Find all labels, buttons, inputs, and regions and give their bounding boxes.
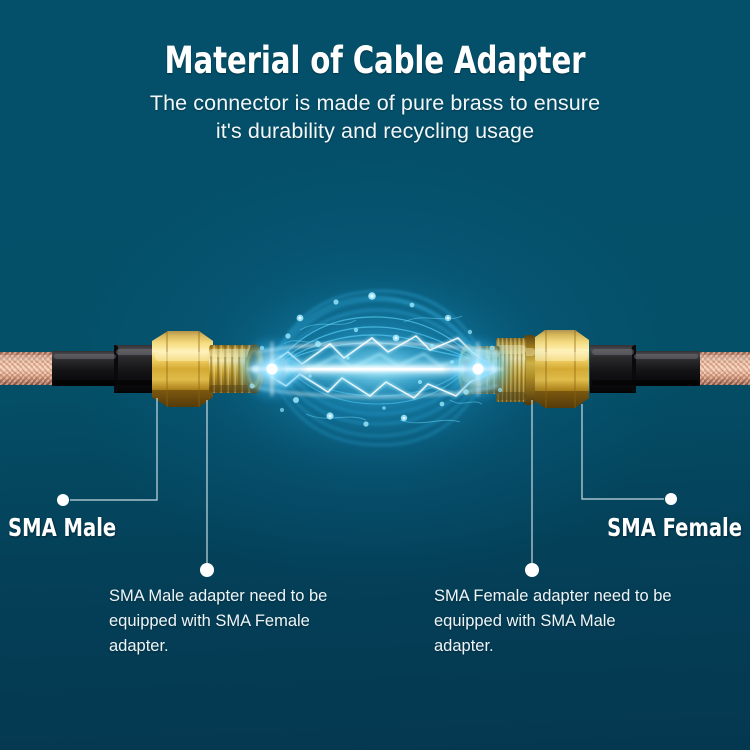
left-strain-relief-boot	[52, 345, 160, 393]
right-coax-cable	[688, 352, 750, 385]
subtitle-line-1: The connector is made of pure brass to e…	[149, 91, 601, 115]
leader-dot-female-desc	[525, 563, 539, 577]
label-sma-female: SMA Female	[607, 513, 742, 542]
desc-male-line-3: adapter.	[109, 637, 169, 655]
desc-female-line-1: SMA Female adapter need to be	[434, 587, 672, 605]
subtitle-line-2: it's durability and recycling usage	[215, 119, 535, 143]
header-block: Material of Cable Adapter The connector …	[0, 0, 750, 145]
leader-line-male-label	[70, 398, 158, 501]
leader-line-female-label	[581, 404, 664, 500]
label-sma-male: SMA Male	[8, 513, 117, 542]
left-coax-cable	[0, 352, 62, 385]
page-title: Material of Cable Adapter	[164, 39, 586, 82]
leader-dot-male-desc	[200, 563, 214, 577]
right-strain-relief-boot	[590, 345, 700, 393]
desc-male-line-2: equipped with SMA Female	[109, 612, 310, 630]
leader-dot-female-label	[665, 493, 677, 505]
desc-male-line-1: SMA Male adapter need to be	[109, 587, 328, 605]
description-sma-male: SMA Male adapter need to be equipped wit…	[109, 584, 359, 659]
page-subtitle: The connector is made of pure brass to e…	[0, 89, 750, 145]
leader-dots	[57, 493, 677, 577]
desc-female-line-3: adapter.	[434, 637, 494, 655]
leader-dot-male-label	[57, 494, 69, 506]
desc-female-line-2: equipped with SMA Male	[434, 612, 616, 630]
description-sma-female: SMA Female adapter need to be equipped w…	[434, 584, 684, 659]
